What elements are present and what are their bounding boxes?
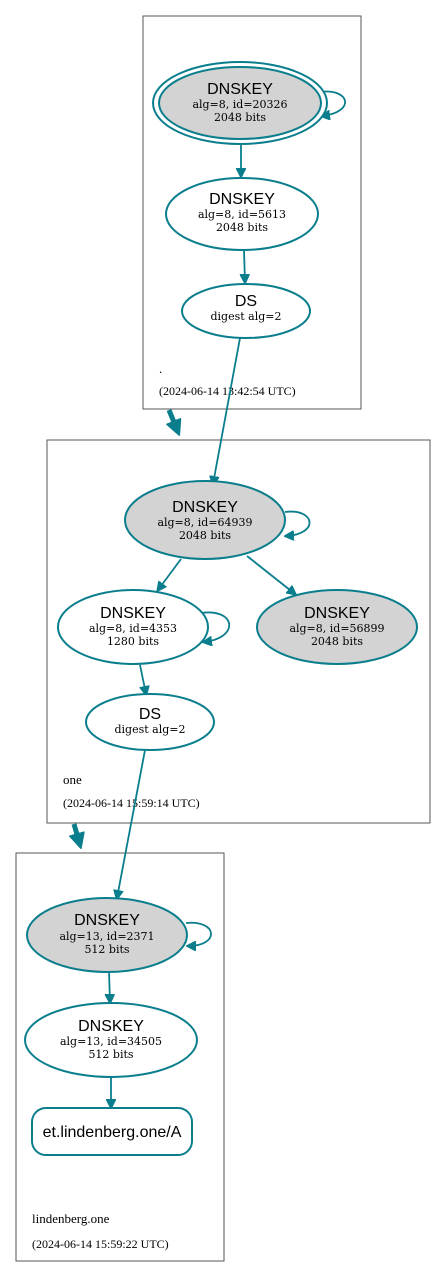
edge-lind-ksk-to-zsk xyxy=(109,971,110,1002)
node-one-ksk-line1: alg=8, id=64939 xyxy=(157,516,252,529)
zone-root: . (2024-06-14 13:42:54 UTC) xyxy=(142,15,362,410)
node-root-ksk-line1: alg=8, id=20326 xyxy=(192,98,287,111)
edge-one-zsk-to-ds xyxy=(139,664,146,694)
node-one-ds-title: DS xyxy=(139,706,161,723)
edge-one-ksk-to-key2 xyxy=(246,555,295,594)
zone-one-timestamp: (2024-06-14 15:59:14 UTC) xyxy=(63,796,200,810)
node-one-ds-line1: digest alg=2 xyxy=(114,723,185,736)
edge-delegation-one-lindenberg xyxy=(74,823,80,845)
edge-one-zsk-self xyxy=(200,611,231,642)
node-root-ds: DS digest alg=2 xyxy=(181,283,311,339)
node-root-ksk-title: DNSKEY xyxy=(207,81,273,98)
edge-root-ds-to-one-ksk xyxy=(213,337,241,484)
node-lind-rrset-title: et.lindenberg.one/A xyxy=(43,1124,182,1141)
zone-root-label: . xyxy=(159,361,162,376)
node-lind-ksk-title: DNSKEY xyxy=(74,912,140,929)
node-one-ksk-line2: 2048 bits xyxy=(179,529,231,542)
node-one-zsk-line1: alg=8, id=4353 xyxy=(89,622,177,635)
zone-one-label: one xyxy=(63,772,82,787)
node-one-zsk: DNSKEY alg=8, id=4353 1280 bits xyxy=(57,589,209,665)
edge-root-zsk-to-ds xyxy=(244,250,245,282)
node-one-key2: DNSKEY alg=8, id=56899 2048 bits xyxy=(256,589,418,665)
node-one-zsk-title: DNSKEY xyxy=(100,605,166,622)
node-one-key2-line2: 2048 bits xyxy=(311,635,363,648)
edge-delegation-root-one xyxy=(169,409,178,432)
node-one-key2-title: DNSKEY xyxy=(304,605,370,622)
node-one-ksk: DNSKEY alg=8, id=64939 2048 bits xyxy=(124,480,286,560)
node-root-ksk: DNSKEY alg=8, id=20326 2048 bits xyxy=(152,61,328,145)
node-lind-zsk-line1: alg=13, id=34505 xyxy=(60,1035,162,1048)
zone-root-box xyxy=(142,15,362,410)
node-one-ds: DS digest alg=2 xyxy=(85,693,215,751)
zone-lindenberg-box xyxy=(15,852,225,1262)
node-lind-ksk-line2: 512 bits xyxy=(84,943,129,956)
zone-lindenberg-label: lindenberg.one xyxy=(32,1211,110,1226)
node-root-zsk-title: DNSKEY xyxy=(209,191,275,208)
node-root-ds-line1: digest alg=2 xyxy=(210,310,281,323)
edge-one-ksk-to-zsk xyxy=(158,558,182,590)
node-lind-zsk: DNSKEY alg=13, id=34505 512 bits xyxy=(24,1002,198,1078)
edge-root-ksk-self xyxy=(320,90,346,116)
node-lind-zsk-line2: 512 bits xyxy=(88,1048,133,1061)
edge-one-ds-to-lind-ksk xyxy=(117,749,146,898)
node-lind-ksk: DNSKEY alg=13, id=2371 512 bits xyxy=(26,897,188,973)
node-root-ksk-line2: 2048 bits xyxy=(214,111,266,124)
zone-lindenberg-timestamp: (2024-06-14 15:59:22 UTC) xyxy=(32,1237,169,1251)
node-one-zsk-line2: 1280 bits xyxy=(107,635,159,648)
zone-root-timestamp: (2024-06-14 13:42:54 UTC) xyxy=(159,384,296,398)
node-root-zsk-line2: 2048 bits xyxy=(216,221,268,234)
node-root-zsk-line1: alg=8, id=5613 xyxy=(198,208,286,221)
node-root-zsk: DNSKEY alg=8, id=5613 2048 bits xyxy=(165,177,319,251)
zone-one-box xyxy=(46,439,431,824)
node-one-key2-line1: alg=8, id=56899 xyxy=(289,622,384,635)
edge-lind-ksk-self xyxy=(185,922,212,946)
node-root-ds-title: DS xyxy=(235,293,257,310)
node-lind-ksk-line1: alg=13, id=2371 xyxy=(59,930,154,943)
edge-one-ksk-self xyxy=(285,510,311,536)
node-lind-zsk-title: DNSKEY xyxy=(78,1018,144,1035)
node-one-ksk-title: DNSKEY xyxy=(172,499,238,516)
zone-one: one (2024-06-14 15:59:14 UTC) xyxy=(46,439,431,824)
zone-lindenberg: lindenberg.one (2024-06-14 15:59:22 UTC) xyxy=(15,852,225,1262)
node-lind-rrset: et.lindenberg.one/A xyxy=(31,1107,193,1156)
